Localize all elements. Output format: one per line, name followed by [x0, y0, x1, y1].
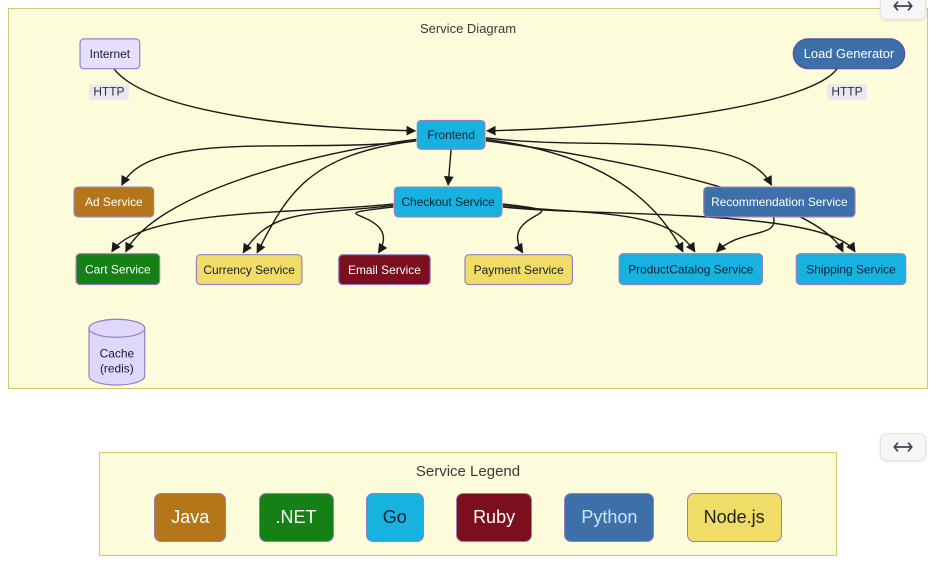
diagram-title: Service Diagram — [419, 21, 517, 36]
node-shape — [464, 254, 574, 286]
node-label: Frontend — [427, 128, 475, 142]
diagram-edge — [502, 204, 696, 253]
edge-label: HTTP — [93, 85, 124, 99]
diagram-edge — [715, 216, 775, 253]
node-shape-lid — [88, 318, 146, 338]
node-shape — [79, 38, 141, 70]
diagram-edge-labels: HTTP HTTP — [89, 85, 867, 100]
node-label: Internet — [90, 47, 131, 61]
node-label: Cache — [100, 346, 135, 360]
service-legend-panel: Service Legend Java .NET Go Ruby Python Node.… — [99, 452, 837, 556]
diagram-node-internet[interactable]: Internet — [79, 38, 141, 70]
diagram-edge — [485, 68, 838, 136]
diagram-edge — [242, 204, 394, 254]
edge-label: HTTP — [831, 85, 862, 99]
diagram-edge — [502, 206, 856, 253]
node-label: Load Generator — [804, 46, 895, 61]
node-label: Email Service — [348, 263, 421, 277]
diagram-node-shipping[interactable]: Shipping Service — [795, 253, 907, 286]
node-shape — [73, 186, 155, 218]
node-label: Ad Service — [85, 195, 143, 209]
diagram-edge — [355, 206, 394, 254]
diagram-node-loadgen[interactable]: Load Generator — [792, 38, 906, 70]
node-shape — [618, 253, 764, 286]
edge-label-background — [89, 84, 129, 100]
edge-label-background — [827, 84, 867, 100]
horizontal-resize-icon — [893, 0, 913, 13]
diagram-edge — [502, 203, 543, 254]
node-label-secondary: (redis) — [100, 361, 134, 375]
diagram-edge — [443, 149, 454, 187]
node-shape — [75, 253, 161, 286]
legend-chip-go[interactable]: Go — [365, 492, 424, 542]
diagram-node-currency[interactable]: Currency Service — [195, 254, 303, 286]
diagram-node-cache[interactable]: Cache(redis) — [88, 318, 146, 386]
legend-chip--net[interactable]: .NET — [258, 492, 334, 542]
diagram-node-adservice[interactable]: Ad Service — [73, 186, 155, 218]
diagram-edges — [111, 68, 856, 254]
node-shape — [338, 254, 431, 286]
node-shape — [416, 119, 486, 150]
diagram-node-productcatalog[interactable]: ProductCatalog Service — [618, 253, 764, 286]
node-shape — [703, 186, 856, 218]
resize-diagram-handle[interactable] — [880, 0, 926, 20]
diagram-node-frontend[interactable]: Frontend — [416, 119, 486, 150]
diagram-edge — [485, 140, 844, 253]
node-label: Cart Service — [85, 262, 151, 276]
diagram-edge — [121, 140, 417, 186]
legend-chip-java[interactable]: Java — [154, 492, 227, 542]
diagram-node-cart[interactable]: Cart Service — [75, 253, 161, 286]
diagram-node-checkout[interactable]: Checkout Service — [393, 186, 503, 218]
node-label: Recommendation Service — [711, 195, 848, 209]
node-label: ProductCatalog Service — [628, 262, 754, 276]
diagram-node-email[interactable]: Email Service — [338, 254, 431, 286]
node-shape — [393, 186, 503, 218]
node-label: Checkout Service — [401, 195, 495, 209]
node-shape — [795, 253, 907, 286]
resize-legend-handle[interactable] — [880, 433, 926, 461]
node-shape — [792, 38, 906, 70]
legend-chip-ruby[interactable]: Ruby — [456, 492, 533, 542]
diagram-edge — [125, 138, 417, 253]
legend-chip-python[interactable]: Python — [564, 492, 655, 542]
horizontal-resize-icon — [893, 440, 913, 454]
node-label: Payment Service — [474, 263, 564, 277]
legend-title: Service Legend — [415, 463, 521, 480]
node-label: Currency Service — [203, 263, 295, 277]
diagram-edge — [485, 137, 773, 186]
legend-chip-list: Java .NET Go Ruby Python Node.js — [100, 489, 836, 545]
legend-chip-node-js[interactable]: Node.js — [686, 492, 782, 542]
diagram-node-payment[interactable]: Payment Service — [464, 254, 574, 286]
node-shape — [195, 254, 303, 286]
node-label: Shipping Service — [806, 262, 896, 276]
diagram-node-recommendation[interactable]: Recommendation Service — [703, 186, 856, 218]
diagram-edge — [256, 140, 417, 254]
diagram-edge — [113, 68, 417, 136]
diagram-edge — [111, 203, 394, 253]
